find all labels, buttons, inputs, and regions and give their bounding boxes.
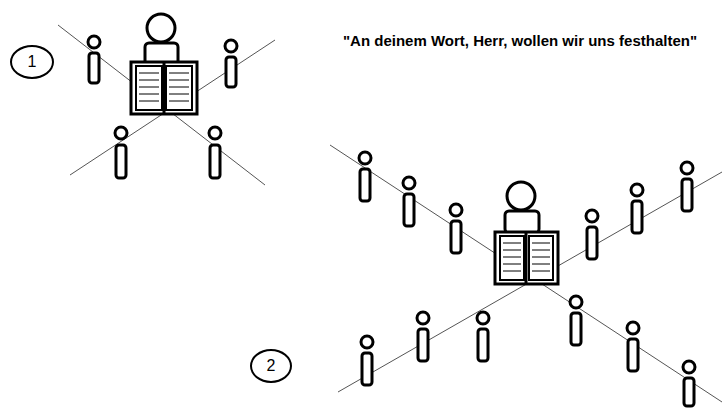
sight-lines	[58, 25, 722, 402]
callout-number: 2	[267, 357, 276, 375]
quote-title: "An deinem Wort, Herr, wollen wir uns fe…	[343, 32, 697, 49]
callout-number: 1	[28, 53, 37, 71]
books	[131, 62, 558, 284]
callout-ellipse: 1	[10, 45, 54, 79]
callout-ellipse: 2	[250, 349, 292, 383]
figures	[88, 14, 695, 406]
